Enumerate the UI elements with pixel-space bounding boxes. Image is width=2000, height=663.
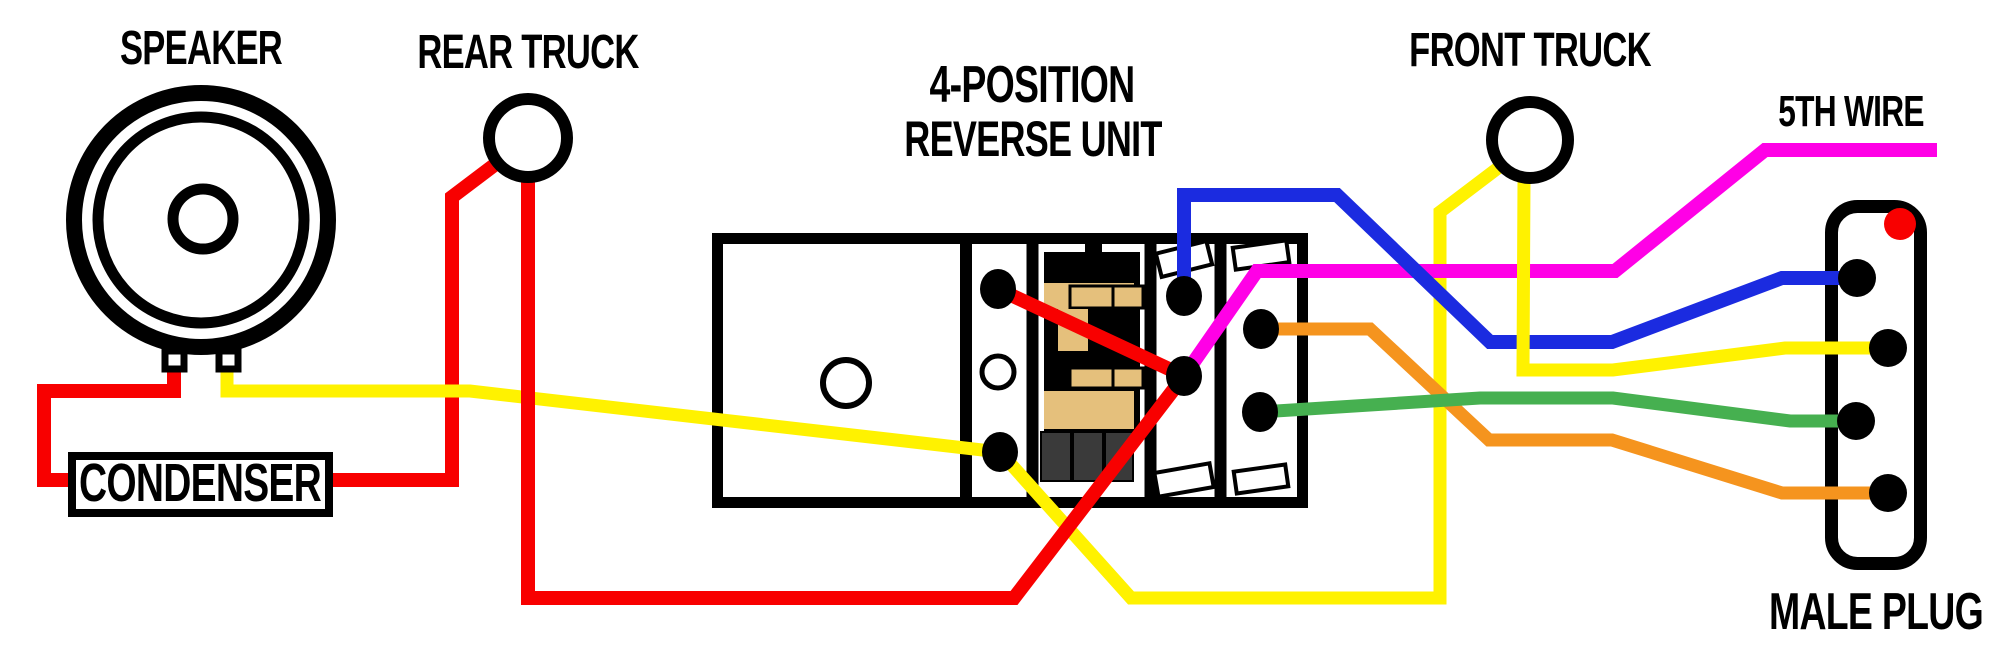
male-plug-body	[1825, 200, 1927, 570]
reverse-unit-label-line1: 4-POSITION	[929, 56, 1136, 114]
wire-magenta-5th-wire	[1178, 143, 1937, 380]
reverse-unit-terminal	[1242, 392, 1278, 432]
coil-base-block	[1072, 431, 1104, 482]
male-plug	[1825, 200, 1927, 570]
terminals	[980, 208, 1916, 512]
coil-contact-tab	[1111, 366, 1145, 390]
male-plug-pin	[1869, 329, 1907, 367]
rear-truck-pickup	[483, 93, 573, 183]
wire-red-condenser-to-rear-truck	[330, 157, 502, 487]
front-truck-label: FRONT TRUCK	[1409, 24, 1651, 77]
male-plug-label: MALE PLUG	[1769, 583, 1984, 641]
male-plug-pin	[1838, 259, 1876, 297]
speaker-label: SPEAKER	[119, 22, 283, 75]
wire-green-reverse-unit-to-plug	[1259, 391, 1846, 428]
condenser-box	[68, 452, 333, 517]
coil-assembly	[1040, 237, 1145, 482]
speaker-terminal	[161, 347, 188, 373]
coil-contact-tab	[1068, 284, 1115, 310]
speaker-outer-ring	[66, 85, 336, 355]
reverse-unit-terminal	[982, 432, 1018, 472]
speaker	[66, 85, 336, 373]
reverse-unit-label-line2: REVERSE UNIT	[904, 111, 1162, 167]
male-plug-key-dot	[1884, 208, 1916, 240]
wire-red-speaker-to-condenser	[37, 362, 181, 487]
contact-plate	[1231, 462, 1291, 496]
coil-contact-tab	[1111, 284, 1145, 310]
coil-contact-tab	[1068, 366, 1115, 390]
wire-blue-reverse-unit-to-plug	[1177, 188, 1848, 349]
rear-truck-label: REAR TRUCK	[417, 26, 639, 79]
speaker-inner-ring	[92, 111, 310, 329]
wires	[37, 143, 1937, 605]
reverse-unit-terminal	[980, 269, 1016, 309]
coil-base-block	[1040, 431, 1072, 482]
condenser	[68, 452, 333, 517]
trucks	[483, 93, 1574, 184]
front-truck-pickup	[1486, 96, 1574, 184]
drum-pivot-hole	[820, 357, 872, 409]
male-plug-pin	[1869, 474, 1907, 512]
mounting-hole	[979, 353, 1017, 391]
reverse-unit-terminal	[1243, 309, 1279, 349]
speaker-terminal	[215, 347, 242, 373]
contact-plate	[1152, 461, 1216, 499]
wire-yellow-front-truck-to-plug	[1516, 179, 1878, 377]
wire-red-rear-truck-to-reverse-unit	[521, 174, 1190, 605]
condenser-label: CONDENSER	[79, 453, 322, 513]
male-plug-pin	[1837, 402, 1875, 440]
reverse-unit-terminal	[1166, 356, 1202, 396]
fifth-wire-label: 5TH WIRE	[1778, 87, 1924, 136]
wire-red-coil-to-center	[995, 282, 1187, 383]
wire-orange-reverse-unit-to-plug	[1261, 322, 1878, 500]
reverse-unit-terminal	[1166, 276, 1202, 316]
speaker-magnet	[167, 183, 239, 255]
coil-winding	[1044, 391, 1134, 429]
